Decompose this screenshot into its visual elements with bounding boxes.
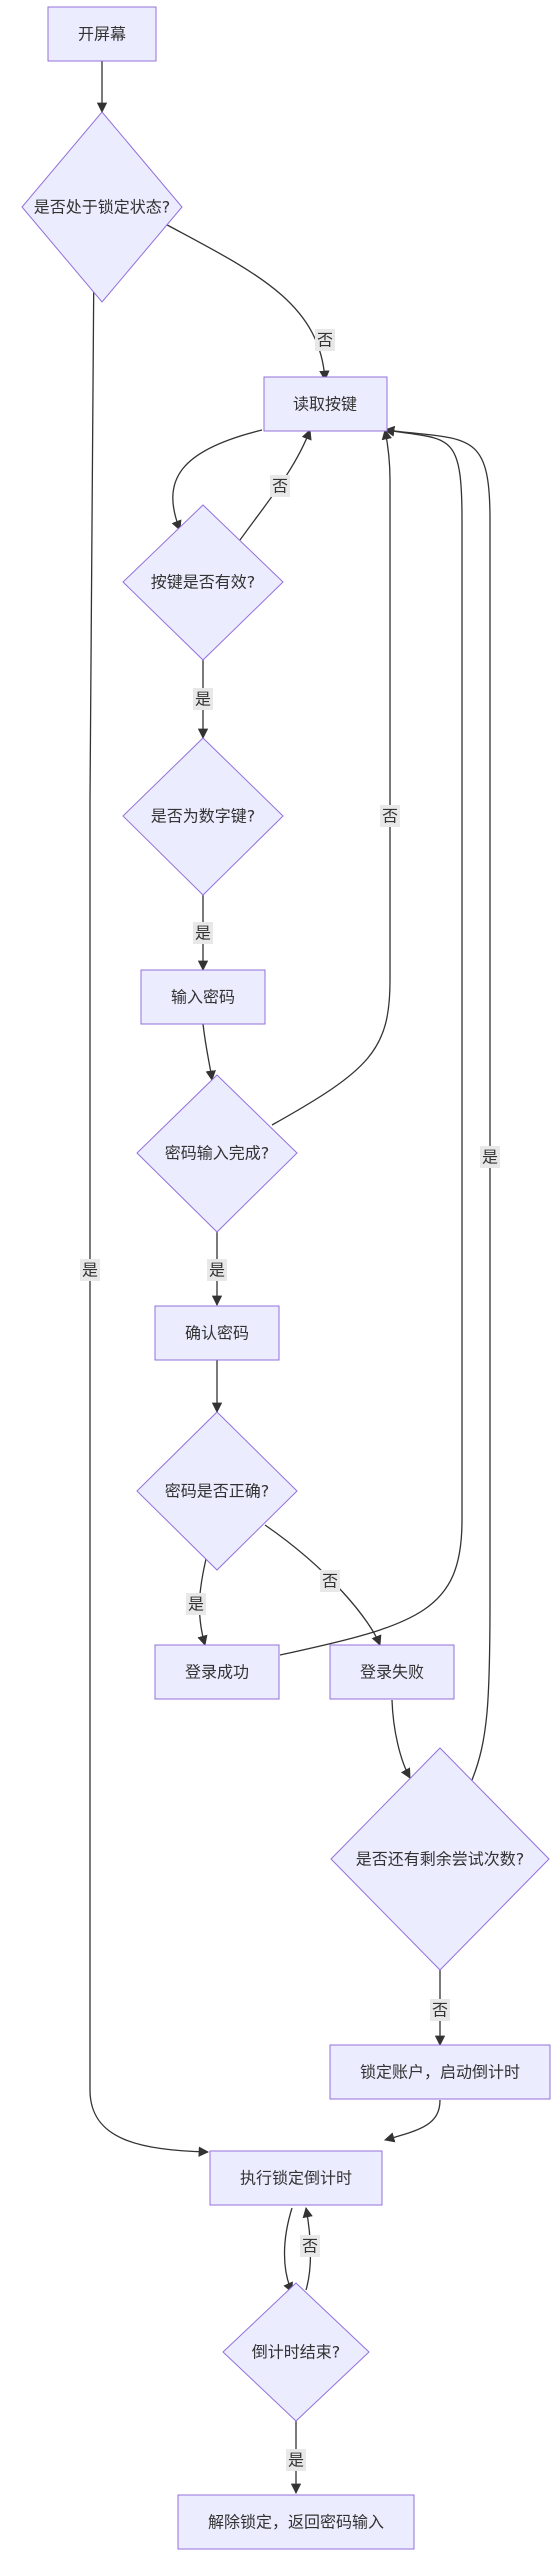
edge-label-countdown-yes: 是 bbox=[286, 2449, 306, 2471]
edge-label-valid-no: 否 bbox=[270, 475, 290, 497]
node-is-digit bbox=[122, 737, 284, 896]
node-is-locked-label: 是否处于锁定状态? bbox=[34, 198, 171, 217]
node-start bbox=[47, 6, 157, 62]
node-login-fail-label: 登录失败 bbox=[360, 1663, 424, 1682]
node-unlock bbox=[177, 2494, 415, 2550]
node-lock-account bbox=[329, 2044, 551, 2100]
node-confirm-pwd bbox=[154, 1305, 280, 1361]
svg-text:否: 否 bbox=[432, 2001, 448, 2020]
svg-text:是: 是 bbox=[209, 1261, 225, 1280]
edge-attempts-to-readkey bbox=[383, 425, 491, 1781]
node-pwd-correct bbox=[136, 1411, 298, 1571]
svg-text:否: 否 bbox=[317, 331, 333, 350]
node-attempts-left-label: 是否还有剩余尝试次数? bbox=[356, 1850, 525, 1869]
node-start-label: 开屏幕 bbox=[78, 25, 126, 44]
svg-text:是: 是 bbox=[195, 924, 211, 943]
svg-text:是: 是 bbox=[288, 2451, 304, 2470]
node-is-locked bbox=[21, 111, 183, 303]
svg-text:是: 是 bbox=[188, 1595, 204, 1614]
edge-label-correct-no: 否 bbox=[320, 1570, 340, 1592]
nodes bbox=[21, 6, 551, 2550]
node-countdown-end-label: 倒计时结束? bbox=[252, 2343, 341, 2362]
edge-label-digit-yes: 是 bbox=[193, 922, 213, 944]
node-labels: 开屏幕 是否处于锁定状态? 读取按键 按键是否有效? 是否为数字键? 输入密码 … bbox=[34, 25, 525, 2532]
svg-text:否: 否 bbox=[302, 2237, 318, 2256]
node-login-ok-label: 登录成功 bbox=[185, 1663, 249, 1682]
edge-labels: 否 否 是 是 否 是 是 否 bbox=[80, 329, 500, 2471]
node-key-valid bbox=[122, 504, 284, 661]
svg-text:否: 否 bbox=[382, 807, 398, 826]
node-read-key-label: 读取按键 bbox=[293, 395, 357, 414]
edge-locked-to-readkey bbox=[157, 219, 330, 382]
edge-lock-to-countdown bbox=[384, 2099, 441, 2143]
node-read-key bbox=[263, 376, 388, 432]
edge-label-attempts-yes: 是 bbox=[480, 1146, 500, 1168]
edge-label-done-yes: 是 bbox=[207, 1259, 227, 1281]
svg-text:是: 是 bbox=[482, 1148, 498, 1167]
svg-text:是: 是 bbox=[82, 1261, 98, 1280]
edge-label-locked-yes: 是 bbox=[80, 1259, 100, 1281]
node-run-countdown bbox=[209, 2150, 383, 2206]
edge-label-attempts-no: 否 bbox=[430, 1999, 450, 2021]
node-pwd-correct-label: 密码是否正确? bbox=[165, 1482, 270, 1501]
node-key-valid-label: 按键是否有效? bbox=[151, 573, 256, 592]
node-is-digit-label: 是否为数字键? bbox=[151, 807, 256, 826]
svg-text:否: 否 bbox=[272, 477, 288, 496]
edge-loginok-to-readkey bbox=[279, 426, 463, 1656]
edge-input-to-done bbox=[202, 1023, 216, 1082]
edge-label-done-no: 否 bbox=[380, 805, 400, 827]
edge-readkey-to-valid bbox=[171, 429, 263, 531]
svg-text:否: 否 bbox=[322, 1572, 338, 1591]
edge-done-to-readkey bbox=[271, 428, 392, 1126]
edge-label-correct-yes: 是 bbox=[186, 1593, 206, 1615]
edge-loginfail-to-attempts bbox=[391, 1699, 411, 1779]
node-countdown-end bbox=[222, 2282, 370, 2422]
edge-label-valid-yes: 是 bbox=[193, 688, 213, 710]
node-login-fail bbox=[329, 1644, 455, 1700]
node-input-done-label: 密码输入完成? bbox=[165, 1144, 270, 1163]
node-lock-account-label: 锁定账户，启动倒计时 bbox=[360, 2063, 520, 2082]
node-run-countdown-label: 执行锁定倒计时 bbox=[240, 2169, 352, 2188]
node-unlock-label: 解除锁定，返回密码输入 bbox=[208, 2513, 384, 2532]
node-login-ok bbox=[154, 1644, 280, 1700]
svg-text:是: 是 bbox=[195, 690, 211, 709]
edge-label-countdown-no: 否 bbox=[300, 2235, 320, 2257]
node-input-done bbox=[136, 1074, 298, 1233]
edge-locked-to-countdown bbox=[89, 249, 210, 2157]
edge-label-locked-no: 否 bbox=[315, 329, 335, 351]
node-input-pwd-label: 输入密码 bbox=[171, 988, 235, 1007]
edges bbox=[89, 60, 491, 2495]
node-attempts-left bbox=[330, 1747, 550, 1971]
edge-correct-to-loginfail bbox=[264, 1524, 382, 1646]
node-confirm-pwd-label: 确认密码 bbox=[185, 1324, 249, 1343]
node-input-pwd bbox=[140, 969, 266, 1025]
edge-countdown-to-end bbox=[283, 2207, 293, 2293]
